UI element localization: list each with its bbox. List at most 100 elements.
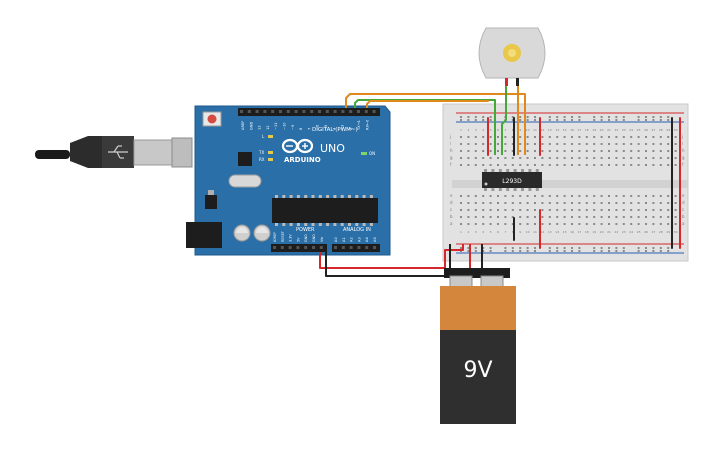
terminal-hole[interactable] bbox=[659, 216, 662, 218]
terminal-hole[interactable] bbox=[652, 164, 655, 166]
terminal-hole[interactable] bbox=[622, 143, 625, 145]
terminal-hole[interactable] bbox=[585, 150, 588, 152]
terminal-hole[interactable] bbox=[593, 202, 596, 204]
terminal-hole[interactable] bbox=[652, 195, 655, 197]
header-hole[interactable] bbox=[255, 110, 259, 113]
terminal-hole[interactable] bbox=[659, 157, 662, 159]
terminal-hole[interactable] bbox=[571, 209, 573, 211]
terminal-hole[interactable] bbox=[489, 202, 492, 204]
terminal-hole[interactable] bbox=[652, 223, 655, 225]
terminal-hole[interactable] bbox=[667, 157, 670, 159]
terminal-hole[interactable] bbox=[534, 223, 536, 225]
rail-hole[interactable] bbox=[622, 247, 625, 249]
terminal-hole[interactable] bbox=[593, 223, 596, 225]
rail-hole[interactable] bbox=[519, 247, 522, 249]
rail-hole[interactable] bbox=[637, 247, 640, 249]
terminal-hole[interactable] bbox=[571, 157, 573, 159]
terminal-hole[interactable] bbox=[659, 195, 662, 197]
rail-hole[interactable] bbox=[593, 116, 596, 118]
terminal-hole[interactable] bbox=[608, 216, 610, 218]
rail-hole[interactable] bbox=[637, 250, 640, 252]
terminal-hole[interactable] bbox=[482, 216, 485, 218]
terminal-hole[interactable] bbox=[467, 150, 470, 152]
terminal-hole[interactable] bbox=[659, 150, 662, 152]
terminal-hole[interactable] bbox=[645, 216, 647, 218]
header-hole[interactable] bbox=[240, 110, 243, 113]
terminal-hole[interactable] bbox=[578, 195, 581, 197]
rail-hole[interactable] bbox=[615, 116, 618, 118]
terminal-hole[interactable] bbox=[519, 157, 522, 159]
terminal-hole[interactable] bbox=[519, 202, 522, 204]
terminal-hole[interactable] bbox=[467, 209, 470, 211]
terminal-hole[interactable] bbox=[541, 223, 544, 225]
terminal-hole[interactable] bbox=[600, 164, 603, 166]
rail-hole[interactable] bbox=[667, 116, 670, 118]
rail-hole[interactable] bbox=[600, 119, 603, 121]
rail-hole[interactable] bbox=[526, 116, 529, 118]
terminal-hole[interactable] bbox=[511, 195, 514, 197]
terminal-hole[interactable] bbox=[674, 216, 677, 218]
terminal-hole[interactable] bbox=[622, 136, 625, 138]
terminal-hole[interactable] bbox=[585, 223, 588, 225]
rail-hole[interactable] bbox=[548, 119, 551, 121]
terminal-hole[interactable] bbox=[585, 209, 588, 211]
terminal-hole[interactable] bbox=[637, 136, 640, 138]
rail-hole[interactable] bbox=[482, 247, 485, 249]
rail-hole[interactable] bbox=[622, 116, 625, 118]
terminal-hole[interactable] bbox=[608, 164, 610, 166]
terminal-hole[interactable] bbox=[504, 157, 507, 159]
terminal-hole[interactable] bbox=[630, 216, 633, 218]
terminal-hole[interactable] bbox=[474, 164, 477, 166]
terminal-hole[interactable] bbox=[526, 157, 529, 159]
terminal-hole[interactable] bbox=[622, 195, 625, 197]
terminal-hole[interactable] bbox=[652, 202, 655, 204]
terminal-hole[interactable] bbox=[489, 223, 492, 225]
terminal-hole[interactable] bbox=[563, 143, 566, 145]
terminal-hole[interactable] bbox=[630, 223, 633, 225]
terminal-hole[interactable] bbox=[460, 209, 462, 211]
rail-hole[interactable] bbox=[608, 250, 610, 252]
terminal-hole[interactable] bbox=[585, 164, 588, 166]
rail-hole[interactable] bbox=[667, 119, 670, 121]
terminal-hole[interactable] bbox=[593, 136, 596, 138]
header-hole[interactable] bbox=[341, 110, 345, 113]
terminal-hole[interactable] bbox=[497, 164, 499, 166]
header-hole[interactable] bbox=[312, 246, 315, 249]
terminal-hole[interactable] bbox=[482, 202, 485, 204]
terminal-hole[interactable] bbox=[652, 143, 655, 145]
terminal-hole[interactable] bbox=[645, 164, 647, 166]
terminal-hole[interactable] bbox=[474, 195, 477, 197]
terminal-hole[interactable] bbox=[571, 195, 573, 197]
rail-hole[interactable] bbox=[645, 247, 647, 249]
terminal-hole[interactable] bbox=[674, 223, 677, 225]
terminal-hole[interactable] bbox=[556, 202, 559, 204]
terminal-hole[interactable] bbox=[482, 150, 485, 152]
terminal-hole[interactable] bbox=[600, 216, 603, 218]
header-hole[interactable] bbox=[365, 246, 369, 249]
terminal-hole[interactable] bbox=[534, 136, 536, 138]
terminal-hole[interactable] bbox=[474, 136, 477, 138]
terminal-hole[interactable] bbox=[622, 150, 625, 152]
header-hole[interactable] bbox=[319, 246, 323, 249]
terminal-hole[interactable] bbox=[556, 157, 559, 159]
terminal-hole[interactable] bbox=[497, 143, 499, 145]
terminal-hole[interactable] bbox=[585, 136, 588, 138]
terminal-hole[interactable] bbox=[548, 202, 551, 204]
terminal-hole[interactable] bbox=[482, 223, 485, 225]
terminal-hole[interactable] bbox=[578, 202, 581, 204]
terminal-hole[interactable] bbox=[600, 195, 603, 197]
terminal-hole[interactable] bbox=[467, 202, 470, 204]
terminal-hole[interactable] bbox=[571, 223, 573, 225]
terminal-hole[interactable] bbox=[667, 209, 670, 211]
rail-hole[interactable] bbox=[593, 250, 596, 252]
header-hole[interactable] bbox=[286, 110, 290, 113]
terminal-hole[interactable] bbox=[571, 202, 573, 204]
terminal-hole[interactable] bbox=[585, 143, 588, 145]
terminal-hole[interactable] bbox=[659, 223, 662, 225]
terminal-hole[interactable] bbox=[556, 164, 559, 166]
terminal-hole[interactable] bbox=[659, 143, 662, 145]
rail-hole[interactable] bbox=[563, 116, 566, 118]
terminal-hole[interactable] bbox=[467, 143, 470, 145]
terminal-hole[interactable] bbox=[674, 157, 677, 159]
terminal-hole[interactable] bbox=[511, 209, 514, 211]
